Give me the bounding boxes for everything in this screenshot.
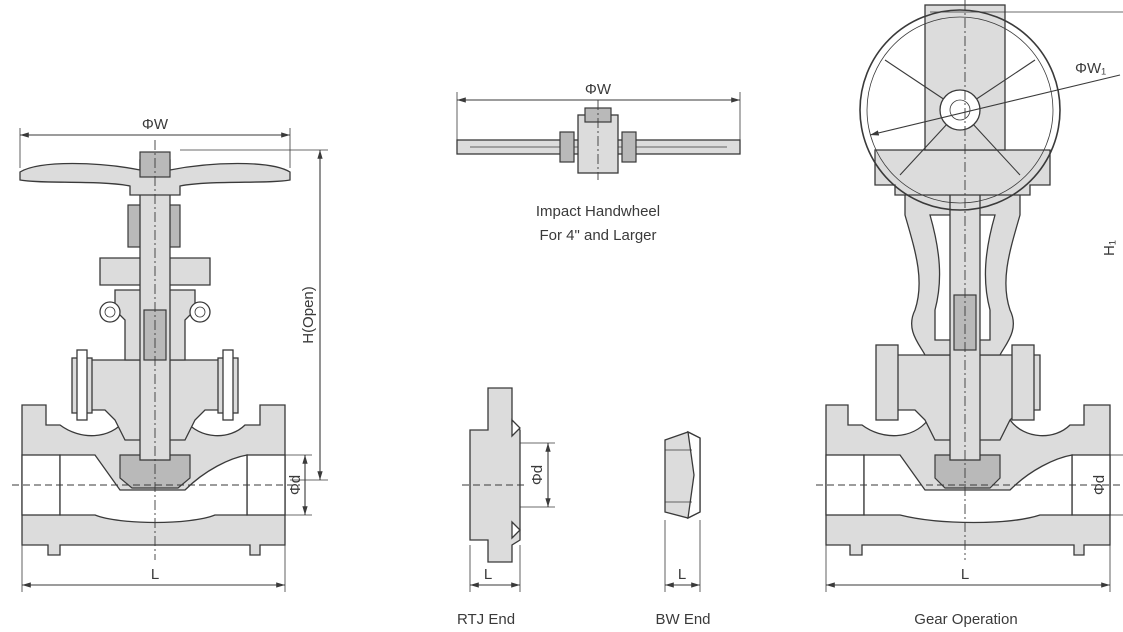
gear-operated-valve bbox=[816, 0, 1123, 560]
impact-phi-w-label: ΦW bbox=[585, 81, 612, 98]
rtj-l-label: L bbox=[484, 566, 492, 583]
impact-caption-line2: For 4" and Larger bbox=[539, 227, 656, 244]
bw-caption: BW End bbox=[655, 611, 710, 628]
main-globe-valve bbox=[12, 140, 300, 560]
gear-dimensions: ΦW₁ H₁ Φd L Gear Operation bbox=[825, 11, 1123, 628]
gear-phi-d-label: Φd bbox=[1091, 475, 1108, 495]
rtj-caption: RTJ End bbox=[457, 611, 515, 628]
gear-mounting-flange bbox=[874, 149, 1051, 196]
rtj-end-detail: Φd L RTJ End bbox=[457, 387, 555, 628]
gear-handwheel-hub bbox=[939, 89, 981, 131]
gear-h1-label: H₁ bbox=[1101, 240, 1118, 256]
main-phi-w-label: ΦW bbox=[142, 116, 169, 133]
rtj-ring-groove-top bbox=[511, 418, 521, 438]
gear-bolt-right bbox=[1011, 344, 1035, 421]
main-h-open-label: H(Open) bbox=[300, 286, 317, 344]
main-phi-d-label: Φd bbox=[287, 475, 304, 495]
rtj-phi-d-label: Φd bbox=[529, 465, 546, 485]
main-stud-right bbox=[222, 349, 234, 421]
gear-caption: Gear Operation bbox=[914, 611, 1017, 628]
impact-caption-line1: Impact Handwheel bbox=[536, 203, 660, 220]
main-stud-left bbox=[76, 349, 88, 421]
main-dimensions: ΦW H(Open) Φd L bbox=[19, 116, 328, 592]
main-eyebolt-right bbox=[189, 301, 211, 323]
gear-handwheel bbox=[859, 9, 1061, 211]
impact-handwheel: ΦW Impact Handwheel For 4" and Larger bbox=[456, 81, 741, 244]
gear-packing bbox=[953, 294, 977, 351]
gear-phi-w1-label: ΦW₁ bbox=[1075, 60, 1106, 77]
impact-hub-left bbox=[559, 131, 575, 163]
impact-hub-right bbox=[621, 131, 637, 163]
main-eyebolt-left bbox=[99, 301, 121, 323]
bw-l-label: L bbox=[678, 566, 686, 583]
bw-end-detail: L BW End bbox=[655, 430, 711, 628]
rtj-ring-groove-bottom bbox=[511, 520, 521, 540]
gear-bolt-left bbox=[875, 344, 899, 421]
gear-l-label: L bbox=[961, 566, 969, 583]
main-inner-passage bbox=[59, 454, 248, 524]
gear-disc bbox=[934, 454, 1001, 489]
bw-bevel bbox=[687, 430, 701, 520]
main-l-label: L bbox=[151, 566, 159, 583]
gear-inner-passage bbox=[863, 454, 1073, 524]
